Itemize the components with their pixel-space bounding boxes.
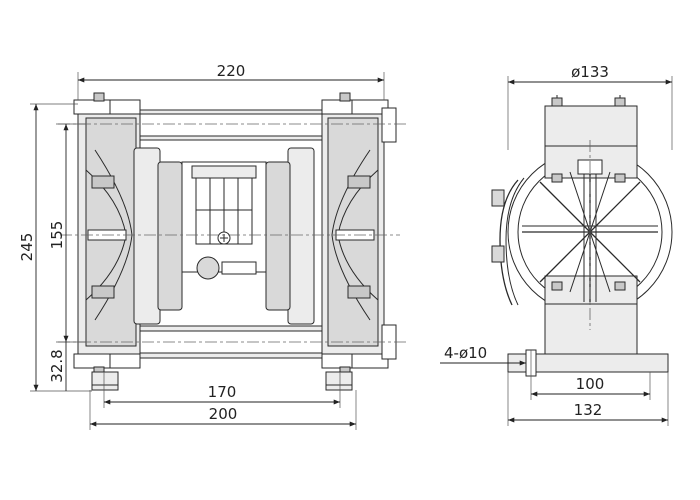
dim-side-base-width: 132 <box>574 401 603 419</box>
center-air-valve <box>181 161 267 280</box>
dim-side-diameter: ø133 <box>571 63 609 81</box>
dim-front-height: 245 <box>18 233 36 262</box>
right-diaphragm-cover <box>287 147 315 325</box>
front-view: 220 245 155 32.8 170 200 <box>18 62 406 430</box>
dim-front-width: 220 <box>217 62 246 80</box>
side-pedestal <box>544 303 638 355</box>
left-diaphragm-cover <box>133 147 161 325</box>
side-air-hose <box>499 179 519 306</box>
side-top-manifold <box>544 105 638 147</box>
air-inlet-fitting <box>196 256 220 280</box>
dim-side-mount-spacing: 100 <box>576 375 605 393</box>
dim-side-holes: 4-ø10 <box>444 344 487 362</box>
right-chamber <box>321 92 389 391</box>
dim-front-inlet-height: 32.8 <box>48 349 66 382</box>
port-top-right <box>381 107 397 143</box>
dim-front-mount-spacing: 170 <box>208 383 237 401</box>
left-chamber <box>73 92 141 391</box>
side-view: ø133 4-ø10 100 132 <box>440 63 673 426</box>
dim-front-base-width: 200 <box>209 405 238 423</box>
dim-front-inner-height: 155 <box>48 221 66 250</box>
